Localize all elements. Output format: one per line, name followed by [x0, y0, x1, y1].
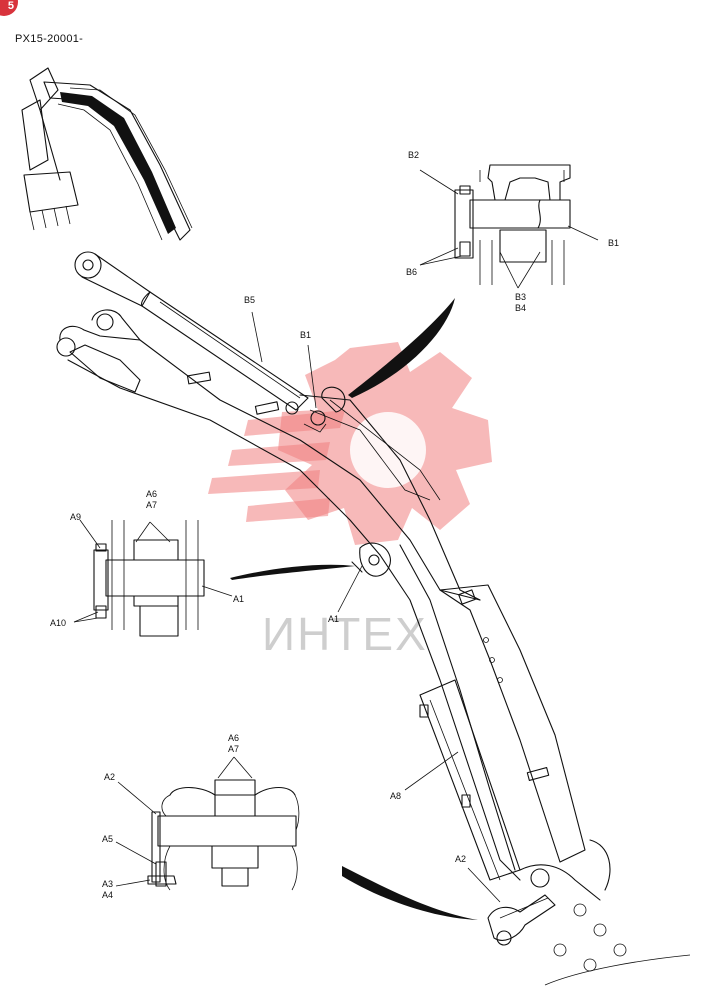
- detail-a2-pin: [115, 756, 300, 891]
- detail-a1-pointer: [230, 564, 355, 580]
- boom-main: [56, 251, 691, 986]
- label-a2-main: A2: [455, 854, 466, 864]
- label-a3: A3: [102, 879, 113, 889]
- watermark-gear-hole: [350, 412, 426, 488]
- label-a1-main: A1: [328, 614, 339, 624]
- label-b1-main: B1: [300, 330, 311, 340]
- label-a5: A5: [102, 834, 113, 844]
- label-a10: A10: [50, 618, 66, 628]
- label-b6: B6: [406, 267, 417, 277]
- serial-range: PX15-20001-: [15, 33, 84, 45]
- detail-a1-pin: [73, 519, 233, 637]
- label-a7-low: A7: [228, 744, 239, 754]
- detail-b-pin: [419, 164, 599, 289]
- label-a6-low: A6: [228, 733, 239, 743]
- label-b1-detail: B1: [608, 238, 619, 248]
- callout-labels: B2 B1 B6 B3 B4 B5 B1 A6 A7 A9 A1 A10 A1 …: [50, 150, 619, 900]
- detail-b-pointer: [348, 298, 455, 398]
- detail-a2-pointer: [342, 866, 478, 920]
- watermark-speed-lines: [208, 410, 345, 522]
- page-badge: 5: [0, 0, 18, 16]
- label-a8: A8: [390, 791, 401, 801]
- label-b5: B5: [244, 295, 255, 305]
- label-a2-detail: A2: [104, 772, 115, 782]
- label-a1-detail: A1: [233, 594, 244, 604]
- label-b4: B4: [515, 303, 526, 313]
- label-a7-mid: A7: [146, 500, 157, 510]
- label-a6-mid: A6: [146, 489, 157, 499]
- excavator-thumbnail: [21, 67, 193, 241]
- label-b2: B2: [408, 150, 419, 160]
- label-a4: A4: [102, 890, 113, 900]
- label-a9: A9: [70, 512, 81, 522]
- label-b3: B3: [515, 292, 526, 302]
- leader-lines: [251, 311, 501, 903]
- watermark-text: ИНТЕХ: [262, 608, 428, 660]
